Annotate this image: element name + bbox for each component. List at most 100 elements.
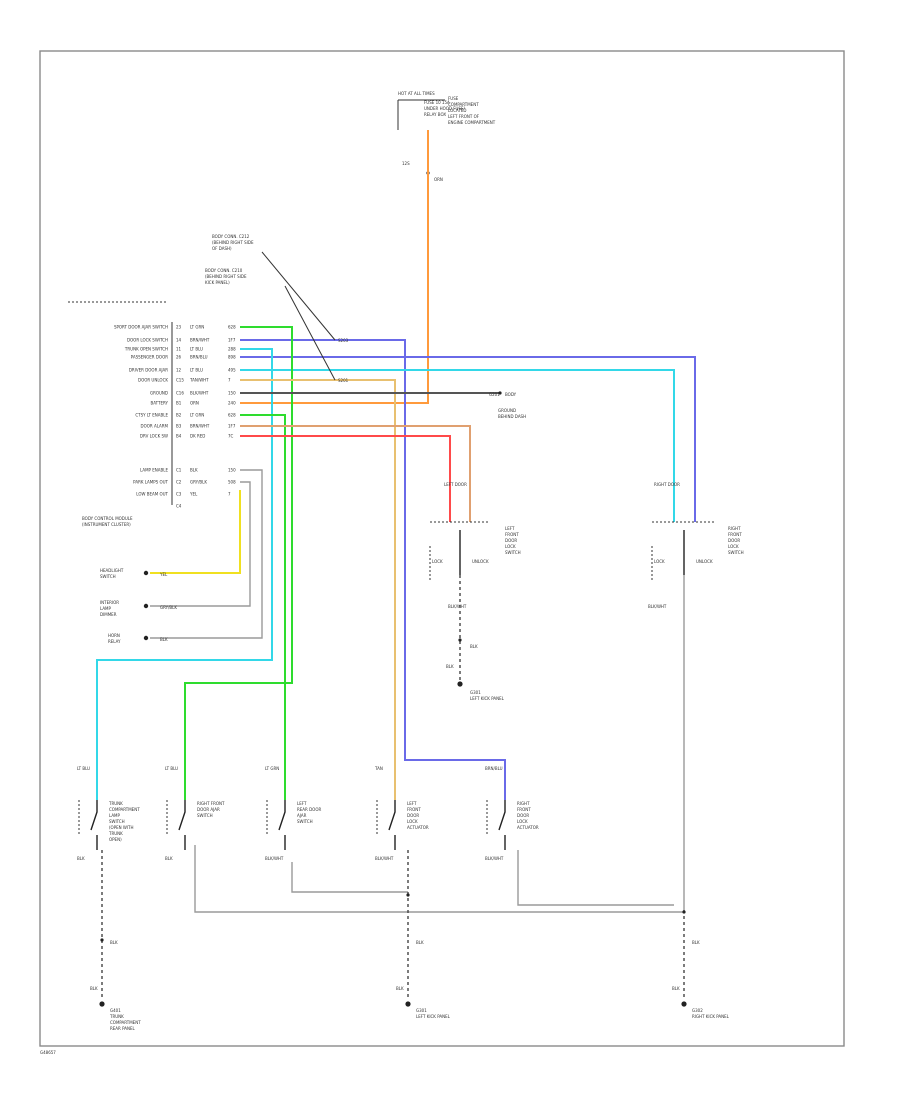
yellow-wire-headlight <box>150 490 241 574</box>
connector-callouts: BODY CONN. C212 (BEHIND RIGHT SIDE OF DA… <box>205 234 349 383</box>
ground-symbol <box>405 1001 411 1007</box>
pin-name: CTSY LT ENABLE <box>135 413 168 418</box>
ground-wire-color: BLK <box>692 940 700 945</box>
switch-symbol <box>90 800 98 850</box>
switch-out-wire: BLK <box>165 856 173 861</box>
switch-symbol <box>498 800 506 850</box>
pin-name: SPORT DOOR AJAR SWITCH <box>114 325 168 330</box>
panel-text-2: RELAY BOX <box>424 112 446 117</box>
pin-wire-color: TAN/WHT <box>189 378 209 383</box>
left-ground-text: LEFT KICK PANEL <box>470 696 505 701</box>
switch-name: LEFT <box>297 801 307 806</box>
pin-name: GROUND <box>150 391 168 396</box>
module-subtitle: (INSTRUMENT CLUSTER) <box>82 522 131 527</box>
right-switch-name-2: FRONT <box>728 532 742 537</box>
pin-number: 14 <box>176 338 182 343</box>
pin-wire-color: YEL <box>189 492 198 497</box>
pin-name: PARK LAMPS OUT <box>133 480 168 485</box>
pin-number: C3 <box>176 492 182 497</box>
ground-note-2: GROUND <box>498 408 516 413</box>
splice-lower: G201 <box>489 392 500 397</box>
ground-note-1: BODY <box>505 392 517 397</box>
pin-name: DRIVER DOOR AJAR <box>129 368 168 373</box>
cyan-wire-trunk <box>96 348 273 800</box>
pin-wire-code: 628 <box>228 413 236 418</box>
switch-name: LOCK <box>517 819 528 824</box>
ground-wire-color: BLK <box>416 940 424 945</box>
ground-wire-color-2: BLK <box>396 986 404 991</box>
pin-number: C16 <box>176 391 184 396</box>
right-unlock-label: UNLOCK <box>696 559 713 564</box>
switch-symbol <box>388 800 396 850</box>
pin-wire-code: 1F7 <box>228 424 236 429</box>
pin-name: BATTERY <box>151 401 169 406</box>
pin-wire-color: BLK <box>190 468 198 473</box>
left-ground-code: G301 <box>470 690 481 695</box>
splice-lower-label: S201 <box>338 378 349 383</box>
tan-wire-actuator <box>240 379 396 800</box>
ground-symbol <box>681 1001 687 1007</box>
switch-name: SWITCH <box>197 813 213 818</box>
headlight-wire: YEL <box>159 572 168 577</box>
switch-name: FRONT <box>517 807 531 812</box>
switch-name: COMPARTMENT <box>109 807 140 812</box>
gray-wires <box>150 469 263 639</box>
pin-name: LOW BEAM OUT <box>136 492 168 497</box>
fuse-note-1: FUSE <box>448 96 459 101</box>
pin-wire-code: 898 <box>228 355 236 360</box>
ground-note-3: BEHIND DASH <box>498 414 526 419</box>
ground-code: G302 <box>692 1008 703 1013</box>
pin-number: C1 <box>176 468 182 473</box>
pin-wire-code: 288 <box>228 347 236 352</box>
callout-a-3: OF DASH) <box>212 246 232 251</box>
pin-name: DOOR ALARM <box>141 424 169 429</box>
pin-wire-code: 240 <box>228 401 236 406</box>
hot-wire-color: ORN <box>434 177 443 182</box>
right-switch-name-3: DOOR <box>728 538 740 543</box>
pin-number: 26 <box>176 355 182 360</box>
ground-location: COMPARTMENT <box>110 1020 141 1025</box>
horn-relay-2: RELAY <box>108 639 121 644</box>
pin-wire-color: BLK/WHT <box>190 391 209 396</box>
left-unlock-label: UNLOCK <box>472 559 489 564</box>
pin-number: C2 <box>176 480 182 485</box>
red-wire-left-door <box>240 435 451 522</box>
dimmer-2: LAMP <box>100 606 112 611</box>
pin-wire-code: 508 <box>228 480 236 485</box>
switch-name: SWITCH <box>109 819 125 824</box>
pin-number: B3 <box>176 424 182 429</box>
pin-wire-code: 628 <box>228 325 236 330</box>
pin-name: PASSENGER DOOR <box>131 355 169 360</box>
switch-top-wire: LT GRN <box>265 766 279 771</box>
callout-a-2: (BEHIND RIGHT SIDE <box>212 240 254 245</box>
callout-a-1: BODY CONN. C212 <box>212 234 250 239</box>
switch-name: LEFT <box>407 801 417 806</box>
pin-wire-code: 7C <box>228 434 234 439</box>
pin-wire-color: BRN/WHT <box>190 338 210 343</box>
switch-name: ACTUATOR <box>517 825 539 830</box>
pin-wire-color: ORN <box>190 401 199 406</box>
switch-top-wire: TAN <box>374 766 383 771</box>
switch-symbol <box>278 800 286 850</box>
pin-wire-color: LT BLU <box>190 368 203 373</box>
callout-b-2: (BEHIND RIGHT SIDE <box>205 274 247 279</box>
dimmer-wire: GRY/BLK <box>160 605 177 610</box>
fuse-note-3: LOCATED <box>448 108 467 113</box>
splice-upper: S203 <box>338 338 349 343</box>
switch-name: TRUNK <box>108 801 123 806</box>
left-switch-name-3: DOOR <box>505 538 517 543</box>
ground-location: REAR PANEL <box>110 1026 136 1031</box>
ground-wire-color: BLK <box>110 940 118 945</box>
hot-wire-code: 12S <box>402 161 410 166</box>
diagram-frame <box>39 50 845 1047</box>
cyan-wire-right-door <box>240 369 675 522</box>
fuse-note-5: ENGINE COMPARTMENT <box>448 120 496 125</box>
ground-location: TRUNK <box>109 1014 124 1019</box>
footer-code: G48657 <box>40 1050 56 1055</box>
right-switch-wire: BLK/WHT <box>648 604 667 609</box>
